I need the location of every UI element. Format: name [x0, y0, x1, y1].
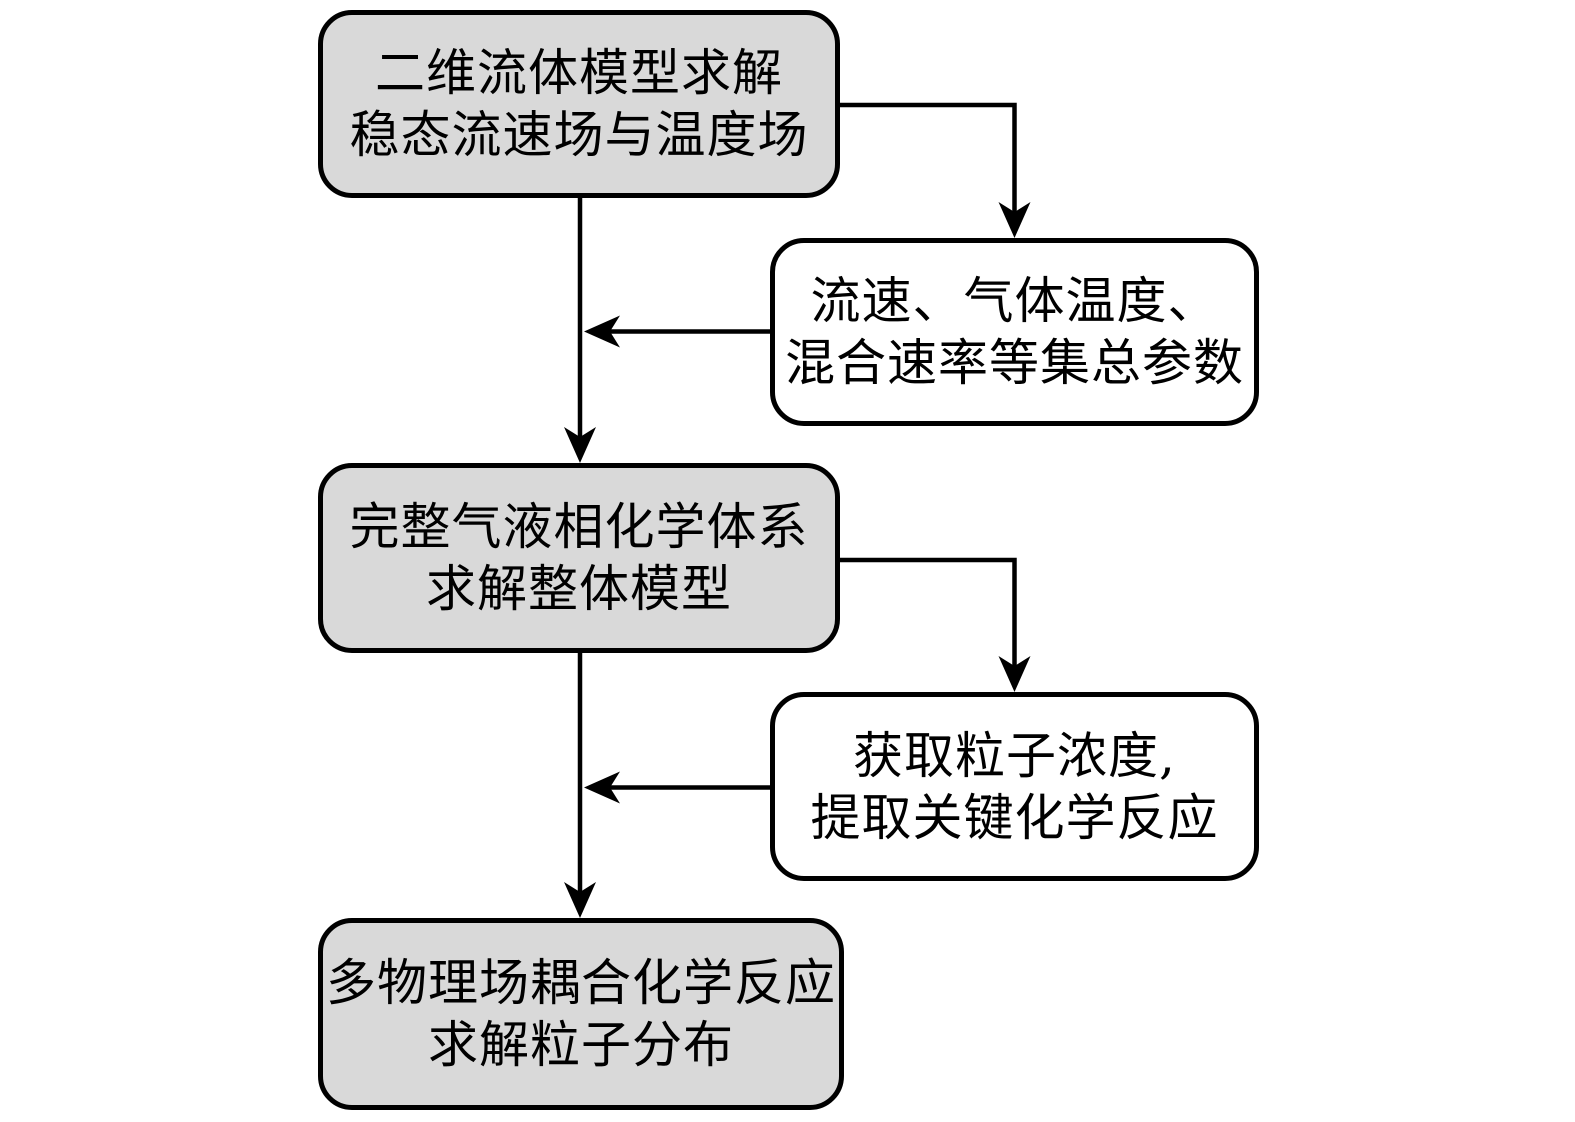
connector-chemical-system-to-multiphysics [564, 652, 596, 918]
connector-chemical-system-to-particle-density [840, 557, 1031, 692]
node-fluid-model-line1: 二维流体模型求解 [375, 44, 783, 102]
connector-fluid-model-to-lumped-parameters [840, 102, 1031, 238]
node-lumped-parameters-line2: 混合速率等集总参数 [785, 334, 1244, 392]
node-multiphysics-line2: 求解粒子分布 [428, 1016, 734, 1074]
node-particle-density-line1: 获取粒子浓度, [853, 726, 1176, 785]
node-multiphysics-line1: 多物理场耦合化学反应 [326, 954, 836, 1012]
node-particle-density-line2: 提取关键化学反应 [810, 788, 1219, 847]
arrow-down-icon [998, 656, 1031, 692]
arrow-down-icon [564, 427, 596, 463]
arrow-left-icon [584, 315, 620, 348]
arrow-down-icon [564, 882, 596, 918]
connector-fluid-model-to-chemical-system [564, 198, 596, 463]
node-chemical-system-line1: 完整气液相化学体系 [349, 498, 809, 556]
connector-particle-density-to-main-line [584, 771, 770, 804]
node-chemical-system: 完整气液相化学体系 求解整体模型 [318, 463, 840, 653]
node-fluid-model: 二维流体模型求解 稳态流速场与温度场 [318, 10, 840, 198]
node-chemical-system-line2: 求解整体模型 [426, 560, 732, 618]
arrow-down-icon [998, 202, 1031, 238]
node-lumped-parameters: 流速、气体温度、 混合速率等集总参数 [770, 238, 1259, 426]
node-fluid-model-line2: 稳态流速场与温度场 [349, 106, 809, 164]
connector-lumped-parameters-to-main-line [584, 315, 770, 348]
node-particle-density: 获取粒子浓度, 提取关键化学反应 [770, 692, 1259, 881]
node-multiphysics: 多物理场耦合化学反应 求解粒子分布 [318, 918, 844, 1110]
node-lumped-parameters-line1: 流速、气体温度、 [810, 272, 1219, 330]
arrow-left-icon [584, 771, 620, 804]
